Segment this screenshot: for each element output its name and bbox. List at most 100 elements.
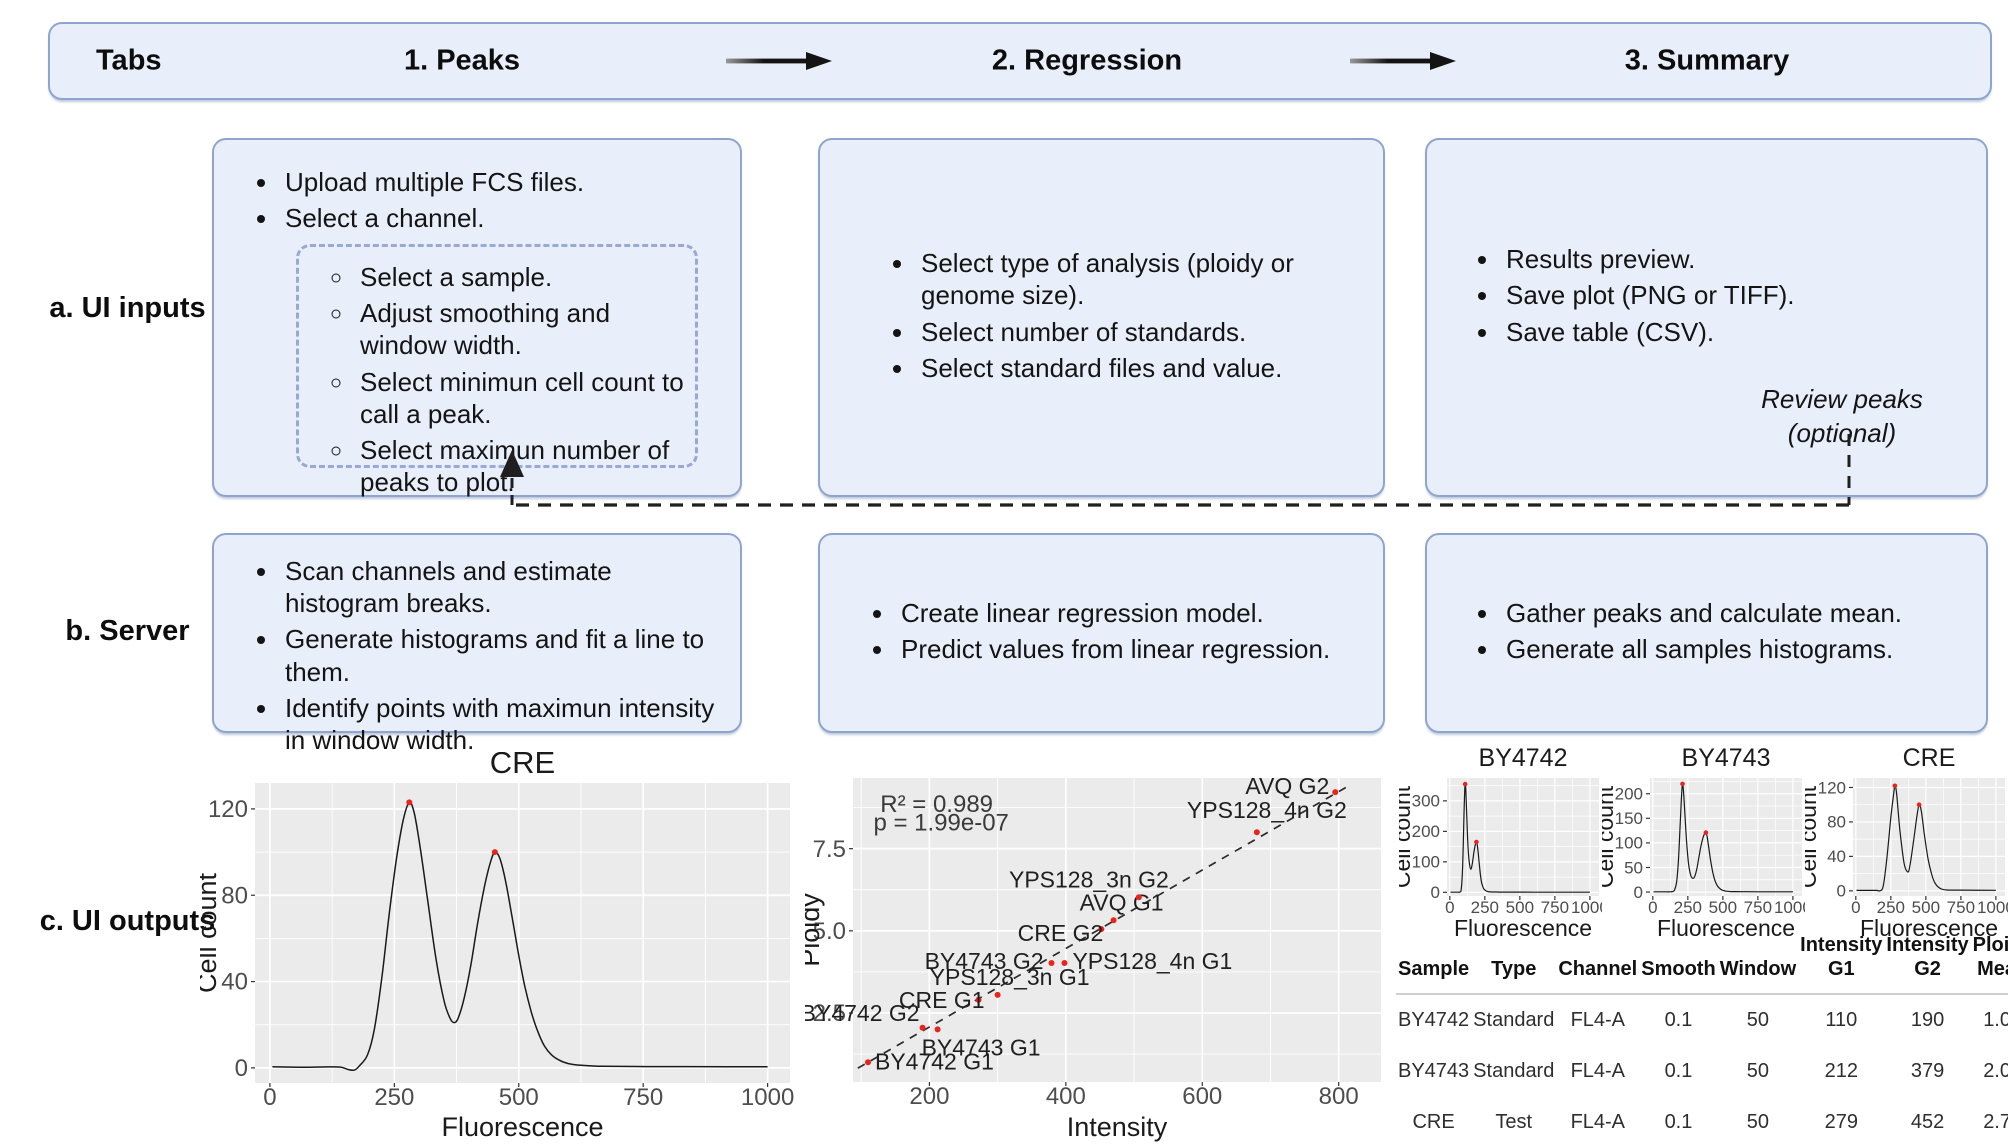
summary-input-list: Results preview.Save plot (PNG or TIFF).… [1427,243,1986,352]
table-cell: 452 [1910,1111,1945,1134]
bullet-item: Save table (CSV). [1501,316,1972,348]
bullet-item: Identify points with maximun intensity i… [280,692,726,756]
table-cell: 0.1 [1664,1111,1693,1134]
bullet-item: Scan channels and estimate histogram bre… [280,555,726,619]
tabs-header: Tabs 1. Peaks 2. Regression 3. Summary [48,22,1992,100]
table-cell: 50 [1746,1009,1770,1032]
svg-text:500: 500 [499,1084,539,1111]
svg-text:0: 0 [263,1084,276,1111]
by4742-histogram-chart: 025050075010000100200300BY4742Fluorescen… [1399,748,1602,941]
table-cell: 1.00 [1983,1009,2008,1032]
svg-text:100: 100 [1615,834,1643,853]
summary-server-list: Gather peaks and calculate mean. Generate… [1427,597,1986,669]
bullet-item: Adjust smoothing and window width. [355,297,685,361]
table-cell: 212 [1824,1060,1858,1083]
svg-text:80: 80 [1827,813,1846,832]
column-header: Window [1717,934,1799,996]
svg-text:YPS128_4n G2: YPS128_4n G2 [1187,797,1347,823]
bullet-item: Select a sample. [355,261,685,293]
column-header: Smooth [1639,934,1718,996]
table-cell: FL4-A [1570,1009,1626,1032]
column-header: Type [1471,934,1557,996]
svg-text:1000: 1000 [1571,898,1602,917]
svg-text:CRE: CRE [490,752,555,780]
tabs-label: Tabs [96,44,162,77]
svg-text:750: 750 [1947,898,1975,917]
svg-text:5.0: 5.0 [813,918,846,945]
bullet-item: Upload multiple FCS files. [280,166,726,198]
table-cell: 2.00 [1983,1060,2008,1083]
table-cell: 0.1 [1664,1009,1693,1032]
svg-text:CRE G1: CRE G1 [899,987,985,1013]
table-cell: FL4-A [1570,1060,1626,1083]
by4743-histogram-chart: 02505007501000050100150200BY4743Fluoresc… [1602,748,1805,941]
svg-text:120: 120 [1818,778,1846,797]
bullet-item: Generate all samples histograms. [1501,633,1972,665]
review-peaks-note: Review peaks (optional) [1761,384,1923,449]
table-cell: BY4743 [1398,1060,1470,1083]
svg-text:200: 200 [1412,822,1440,841]
table-cell: 190 [1910,1009,1945,1032]
svg-text:CRE G2: CRE G2 [1018,920,1104,946]
svg-text:1000: 1000 [741,1084,794,1111]
regression-ui-inputs-box: Select type of analysis (ploidy or genom… [818,138,1385,497]
svg-text:BY4742 G2: BY4742 G2 [805,1000,920,1026]
bullet-item: Generate histograms and fit a line to th… [280,623,726,687]
summary-server-box: Gather peaks and calculate mean. Generate… [1425,533,1988,733]
svg-text:AVQ G2: AVQ G2 [1245,773,1329,799]
svg-text:800: 800 [1319,1083,1359,1110]
svg-text:CRE: CRE [1903,748,1956,772]
svg-text:BY4742: BY4742 [1479,748,1568,772]
tab-regression: 2. Regression [991,44,1183,77]
svg-text:150: 150 [1615,809,1643,828]
svg-text:Fluorescence: Fluorescence [441,1112,603,1142]
svg-text:YPS128_3n G1: YPS128_3n G1 [930,964,1090,990]
table-cell: Test [1495,1111,1533,1134]
svg-text:Cell count: Cell count [1805,785,1821,888]
column-header: Sample [1396,934,1472,996]
svg-text:AVQ G1: AVQ G1 [1080,889,1164,915]
table-cell: 379 [1910,1060,1945,1083]
svg-text:250: 250 [1674,898,1702,917]
svg-text:750: 750 [1744,898,1772,917]
svg-text:0: 0 [235,1055,248,1082]
table-cell: 0.1 [1664,1060,1693,1083]
svg-text:0: 0 [1851,898,1860,917]
svg-text:300: 300 [1412,792,1440,811]
regression-server-box: Create linear regression model.Predict v… [818,533,1385,733]
svg-text:120: 120 [208,796,248,823]
svg-text:250: 250 [1471,898,1499,917]
table-cell: 279 [1824,1111,1858,1134]
table-cell: 50 [1746,1060,1770,1083]
bullet-item: Select a channel. [280,202,726,234]
svg-text:0: 0 [1634,883,1643,902]
svg-text:500: 500 [1709,898,1737,917]
svg-text:0: 0 [1837,882,1846,901]
peaks-ui-inputs-box: Upload multiple FCS files. Select a chann… [212,138,742,497]
svg-text:Intensity: Intensity [1067,1112,1168,1142]
svg-text:2.5: 2.5 [813,1000,846,1027]
column-header: Intensity G2 [1884,934,1971,996]
table-cell: Standard [1473,1060,1555,1083]
svg-text:0: 0 [1431,883,1440,902]
svg-text:40: 40 [221,969,248,996]
svg-text:0: 0 [1445,898,1454,917]
bullet-item: Select standard files and value. [916,352,1369,384]
svg-text:750: 750 [623,1084,663,1111]
peaks-server-list: Scan channels and estimate histogram bre… [214,555,740,756]
svg-text:200: 200 [1615,785,1643,804]
svg-text:YPS128_3n G2: YPS128_3n G2 [1009,866,1169,892]
svg-text:100: 100 [1412,853,1440,872]
table-cell: 50 [1746,1111,1770,1134]
svg-text:400: 400 [1046,1083,1086,1110]
bullet-item: Gather peaks and calculate mean. [1501,597,1972,629]
svg-text:250: 250 [1877,898,1905,917]
summary-ui-inputs-box: Results preview.Save plot (PNG or TIFF).… [1425,138,1988,497]
svg-text:0: 0 [1648,898,1657,917]
arrow-right-icon [1350,52,1456,70]
cre-small-histogram-chart: 0250500750100004080120CREFluorescenceCel… [1805,748,2008,941]
table-cell: FL4-A [1570,1111,1626,1134]
